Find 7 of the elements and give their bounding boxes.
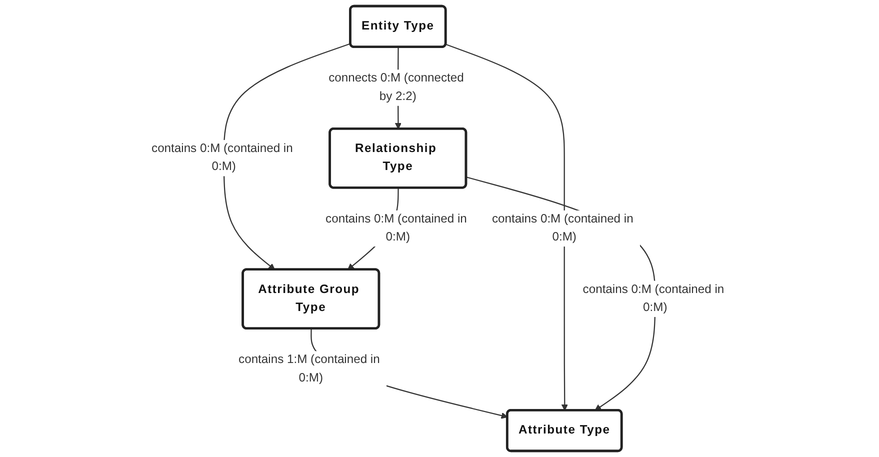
- edge-label: contains 0:M (contained in 0:M): [582, 282, 724, 314]
- edge-label: contains 1:M (contained in 0:M): [238, 353, 380, 384]
- edge-label: contains 0:M (contained in 0:M): [326, 212, 467, 244]
- arrow: [446, 44, 568, 411]
- edge-label: connects 0:M (connected by 2:2): [328, 72, 464, 103]
- edge-label: contains 0:M (contained in 0:M): [492, 212, 634, 244]
- edge-label: contains 0:M (contained in 0:M): [152, 142, 293, 174]
